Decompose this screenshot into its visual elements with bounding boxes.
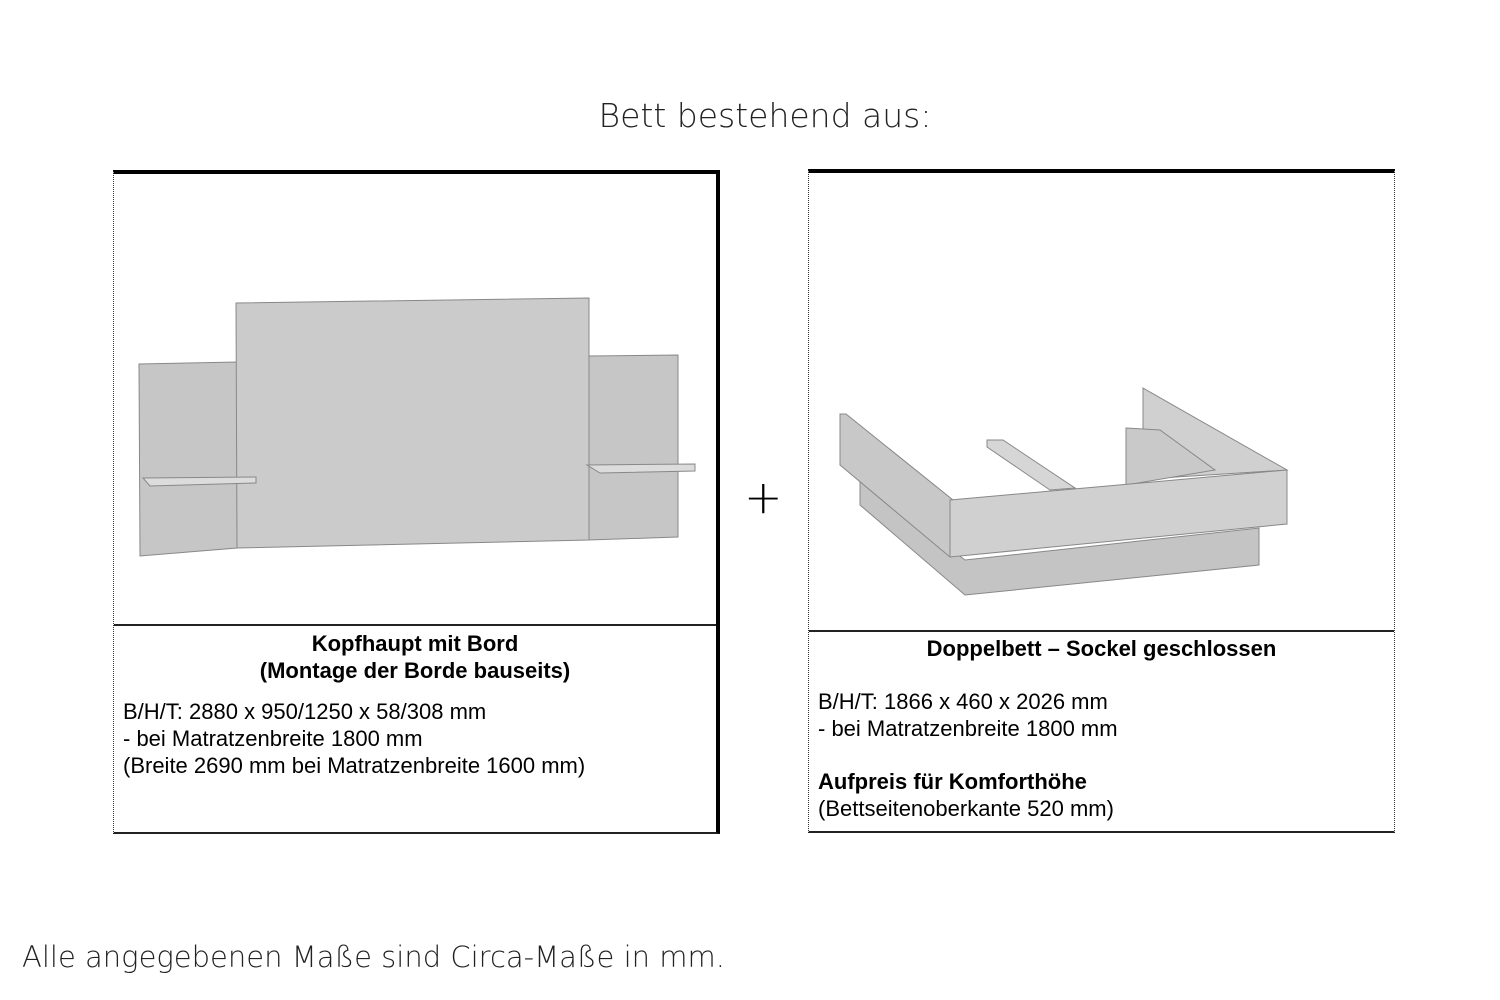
headboard-subtitle: (Montage der Borde bauseits) [259,658,571,683]
bed-base [859,478,1260,596]
bed-front-panel [949,469,1288,558]
bed-dimensions: B/H/T: 1866 x 460 x 2026 mm [818,689,1108,714]
headboard-mattress-note: - bei Matratzenbreite 1800 mm [123,726,423,751]
comfort-height-note: (Bettseitenoberkante 520 mm) [818,796,1114,821]
headboard-caption: Kopfhaupt mit Bord (Montage der Borde ba… [114,630,716,779]
divider [809,630,1394,632]
footer-note: Alle angegebenen Maße sind Circa-Maße in… [22,940,725,974]
bed-center-slat [986,439,1077,491]
plus-sign: + [744,470,783,524]
headboard-width-note: (Breite 2690 mm bei Matratzenbreite 1600… [123,753,586,778]
headboard-dimensions: B/H/T: 2880 x 950/1250 x 58/308 mm [123,699,487,724]
bed-title: Doppelbett – Sockel geschlossen [926,636,1277,661]
left-shelf [141,476,257,487]
bed-frame-card: Doppelbett – Sockel geschlossen B/H/T: 1… [808,169,1395,833]
headboard-right-panel [588,354,679,541]
right-shelf [585,463,696,474]
headboard-illustration [138,297,696,557]
headboard-left-panel [138,361,238,557]
comfort-height-heading: Aufpreis für Komforthöhe [818,769,1087,794]
bed-caption: Doppelbett – Sockel geschlossen B/H/T: 1… [809,635,1394,822]
headboard-center-panel [235,297,590,549]
bed-frame-illustration [839,387,1289,596]
bed-mattress-note: - bei Matratzenbreite 1800 mm [818,716,1118,741]
headboard-title: Kopfhaupt mit Bord [311,631,519,656]
page-title: Bett bestehend aus: [598,96,932,135]
bed-inner-rail [1125,427,1217,486]
headboard-card: Kopfhaupt mit Bord (Montage der Borde ba… [113,170,720,834]
divider [114,624,716,626]
